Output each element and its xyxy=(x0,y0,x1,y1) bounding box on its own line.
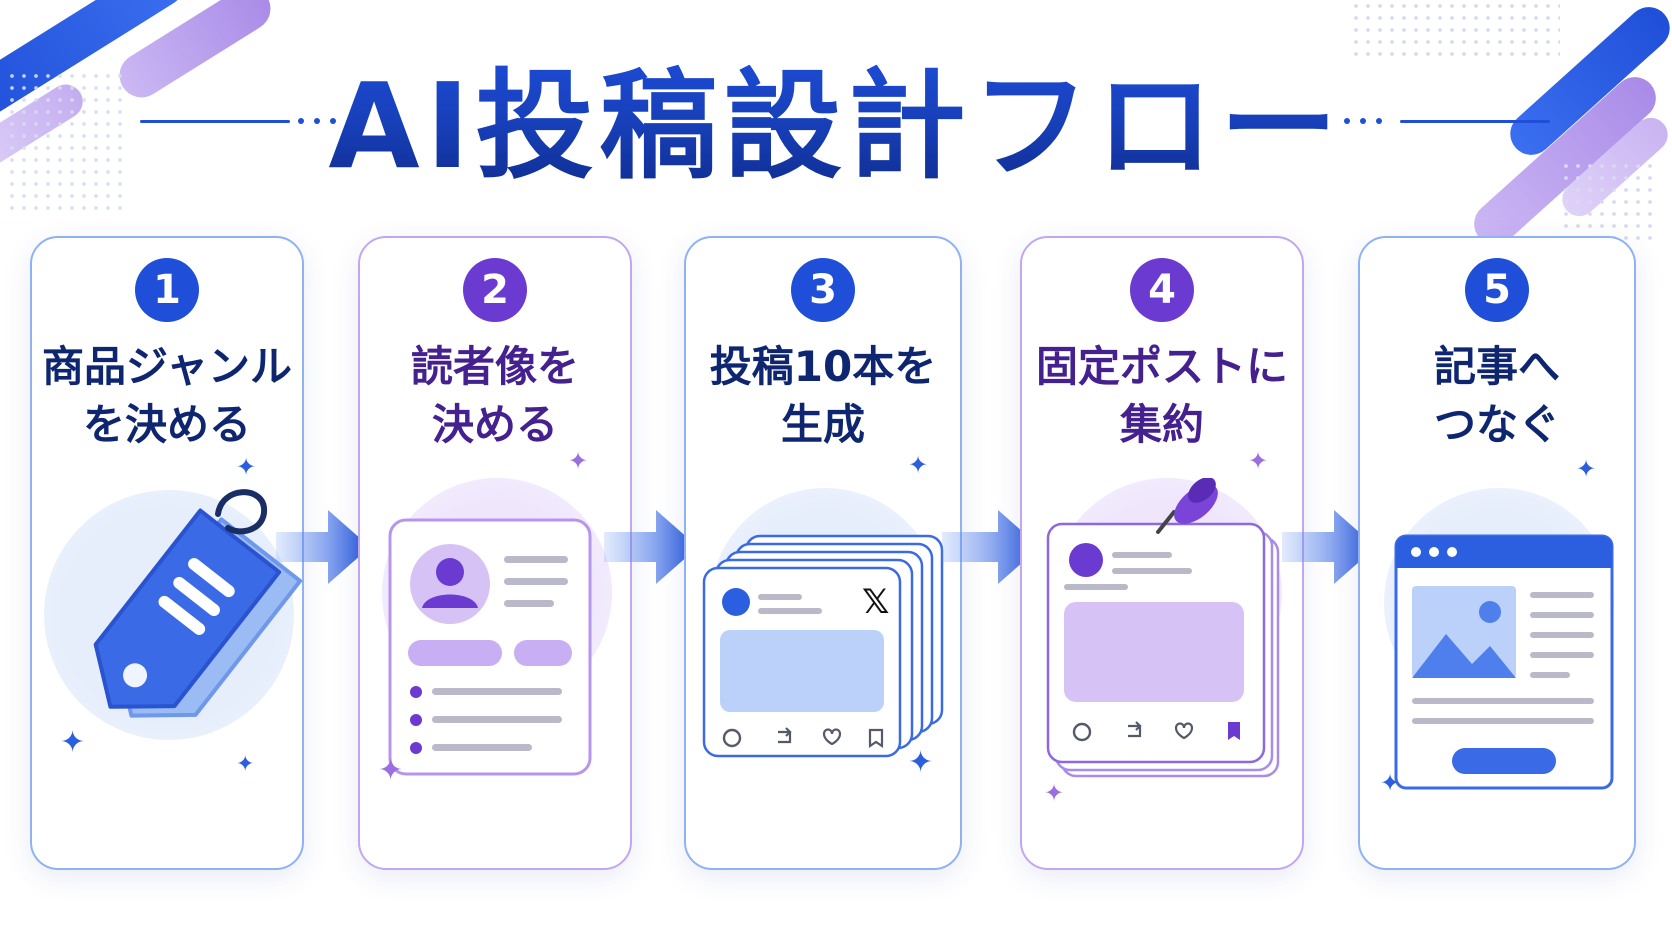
step-label: 商品ジャンル を決める xyxy=(42,342,292,449)
pinned-post-icon xyxy=(1046,477,1296,808)
arrow-right-icon xyxy=(942,510,1042,588)
title-rule-dots-left xyxy=(298,116,336,126)
title-row: AI投稿設計フロー xyxy=(0,40,1672,195)
sparkle-icon: ✦ xyxy=(568,447,589,475)
x-logo-icon: 𝕏 xyxy=(862,582,890,622)
sparkle-icon: ✦ xyxy=(236,453,257,481)
sparkle-icon: ✦ xyxy=(60,725,86,760)
step-number-badge: 1 xyxy=(135,258,199,322)
title-rule-left xyxy=(140,120,290,123)
article-page-icon xyxy=(1394,534,1614,794)
step-card-2: 2 読者像を 決める ✦ ✦ xyxy=(358,236,632,870)
step-label: 記事へ つなぐ xyxy=(1433,342,1560,449)
page-title: AI投稿設計フロー xyxy=(328,30,1343,201)
step-card-5: 5 記事へ つなぐ ✦ ✦ xyxy=(1358,236,1636,870)
arrow-right-icon xyxy=(276,510,372,588)
arrow-right-icon xyxy=(604,510,700,588)
step-number-badge: 2 xyxy=(463,258,527,322)
title-rule-right xyxy=(1400,120,1550,123)
step-label: 投稿10本を 生成 xyxy=(709,342,937,449)
price-tag-icon xyxy=(32,478,306,778)
profile-card-icon xyxy=(386,516,596,782)
step-number-badge: 4 xyxy=(1130,258,1194,322)
step-card-1: 1 商品ジャンル を決める ✦ ✦ ✦ xyxy=(30,236,304,870)
sparkle-icon: ✦ xyxy=(378,753,404,788)
step-card-4: 4 固定ポストに 集約 ✦ ✦ xyxy=(1020,236,1304,870)
sparkle-icon: ✦ xyxy=(908,745,934,780)
sparkle-icon: ✦ xyxy=(1248,447,1269,475)
step-number-badge: 3 xyxy=(791,258,855,322)
step-label: 固定ポストに 集約 xyxy=(1035,342,1288,449)
sparkle-icon: ✦ xyxy=(908,451,929,479)
sparkle-icon: ✦ xyxy=(1380,769,1401,797)
arrow-right-icon xyxy=(1282,510,1378,588)
sparkle-icon: ✦ xyxy=(1044,779,1065,807)
post-stack-icon: 𝕏 xyxy=(702,532,948,762)
title-rule-dots-right xyxy=(1344,116,1382,126)
sparkle-icon: ✦ xyxy=(1576,455,1597,483)
sparkle-icon: ✦ xyxy=(236,752,255,777)
step-card-3: 3 投稿10本を 生成 𝕏 ✦ ✦ xyxy=(684,236,962,870)
step-number-badge: 5 xyxy=(1465,258,1529,322)
step-label: 読者像を 決める xyxy=(410,342,579,449)
